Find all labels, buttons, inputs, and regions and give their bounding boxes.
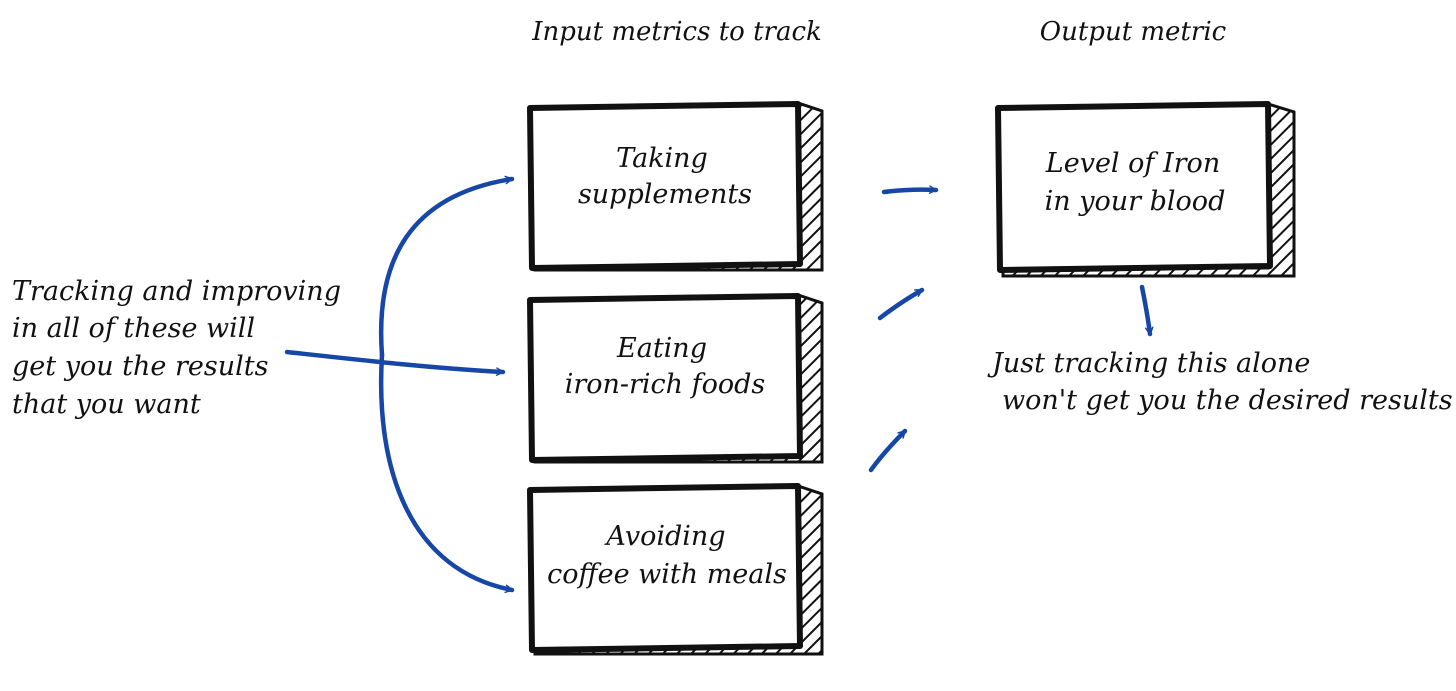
right-note-line-1: Just tracking this alone [987, 348, 1310, 379]
input-box-supplements-line2: supplements [578, 179, 752, 210]
input-box-supplements: Taking supplements [527, 100, 824, 272]
left-note-line-2: in all of these will [12, 313, 255, 344]
left-note: Tracking and improving in all of these w… [12, 276, 341, 420]
output-box-iron-level: Level of Iron in your blood [995, 101, 1296, 278]
input-metrics-heading: Input metrics to track [531, 17, 822, 47]
arrows [284, 175, 1154, 594]
arrow-coffee-to-output [868, 428, 908, 473]
left-note-line-3: get you the results [12, 351, 268, 382]
input-box-iron-rich-foods-line2: iron-rich foods [565, 369, 766, 400]
arrow-supplements-to-output [881, 185, 939, 195]
input-box-supplements-line1: Taking [616, 143, 708, 174]
input-box-avoiding-coffee-line2: coffee with meals [547, 559, 787, 590]
input-box-avoiding-coffee: Avoiding coffee with meals [527, 483, 824, 656]
arrow-output-to-note [1139, 284, 1154, 337]
arrow-foods-to-output [877, 287, 925, 321]
left-note-line-1: Tracking and improving [12, 276, 341, 307]
output-box-line1: Level of Iron [1045, 148, 1220, 179]
output-box-line2: in your blood [1045, 186, 1226, 217]
input-box-iron-rich-foods: Eating iron-rich foods [527, 292, 824, 464]
right-note: Just tracking this alone won't get you t… [987, 348, 1453, 416]
right-note-line-2: won't get you the desired results [1002, 385, 1453, 416]
output-metric-heading: Output metric [1040, 17, 1227, 47]
input-box-iron-rich-foods-line1: Eating [616, 333, 707, 364]
input-box-avoiding-coffee-line1: Avoiding [603, 521, 725, 552]
left-note-line-4: that you want [12, 389, 201, 420]
curved-arrow-to-supplements [378, 175, 515, 358]
arrow-note-to-foods [284, 349, 506, 376]
curved-arrow-to-coffee [378, 352, 515, 594]
